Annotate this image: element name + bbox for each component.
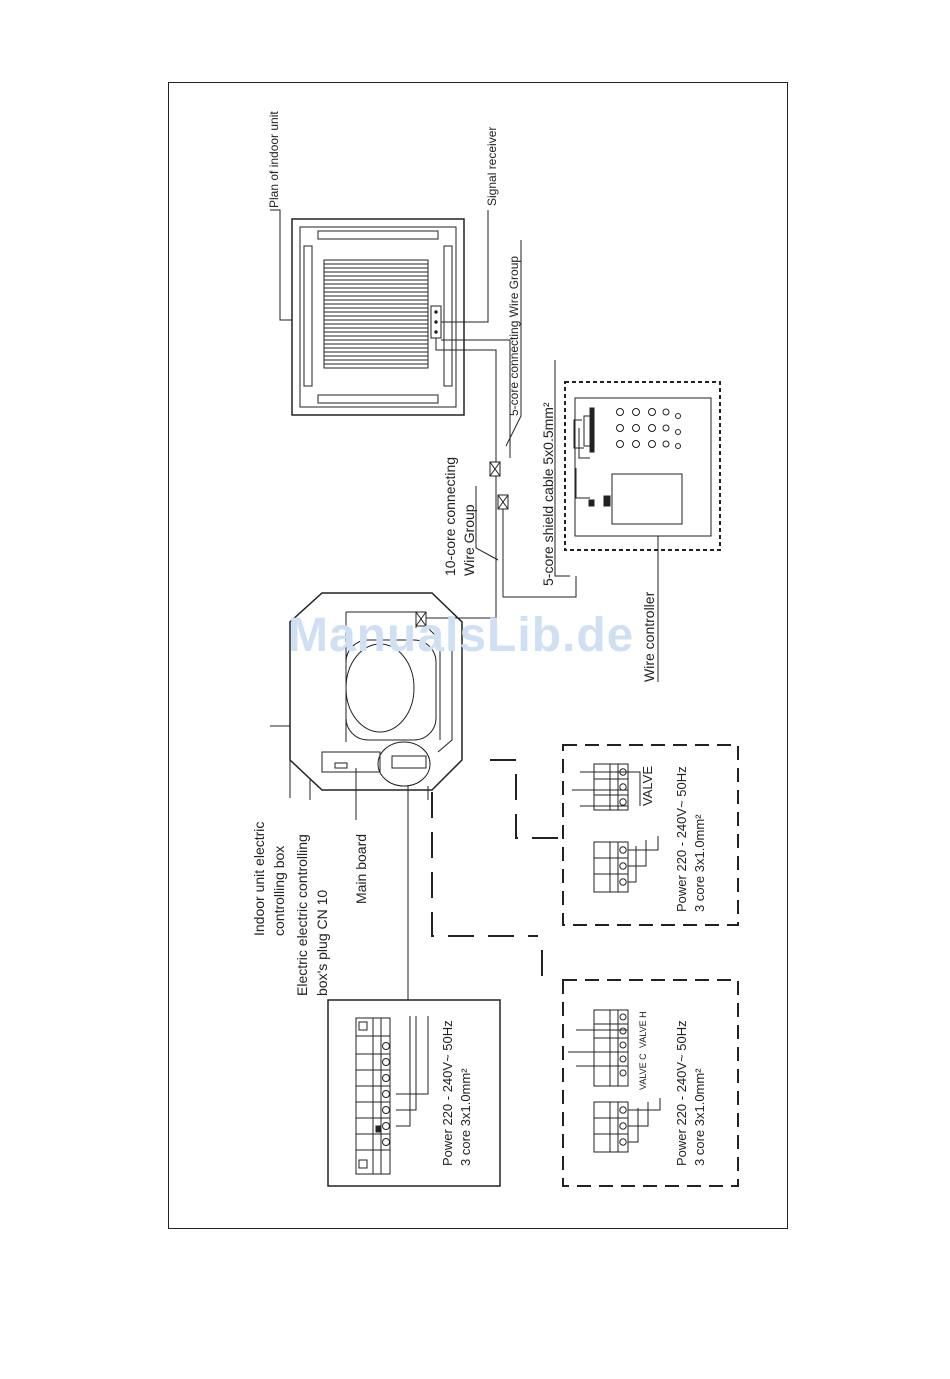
signal-wires xyxy=(415,240,577,627)
label-lower-power-line2: 3 core 3x1.0mm² xyxy=(692,1068,707,1166)
label-main-power-line2: 3 core 3x1.0mm² xyxy=(458,1068,473,1166)
diagram-frame xyxy=(168,82,788,1229)
label-5core-wire-group: 5-core connecting Wire Group xyxy=(507,256,521,416)
valve-box-lower xyxy=(562,979,739,1187)
valve-box-upper xyxy=(562,744,739,926)
label-valve-c: VALVE C xyxy=(638,1053,648,1090)
dashed-routes xyxy=(431,759,560,985)
label-main-board: Main board xyxy=(353,834,369,904)
watermark: ManualsLib.de xyxy=(288,609,635,662)
label-plan-indoor-unit: Plan of indoor unit xyxy=(267,111,281,208)
label-plug-line1: Electric electric controlling xyxy=(294,834,310,996)
label-signal-receiver: Signal receiver xyxy=(485,127,499,206)
wire-controller xyxy=(564,381,721,682)
label-lower-power-line1: Power 220 - 240V~ 50Hz xyxy=(674,1020,689,1166)
label-10core-line1: 10-core connecting xyxy=(442,457,458,576)
label-5core-shield-cable: 5-core shield cable 5x0.5mm² xyxy=(540,402,556,586)
label-indoor-box-line1: Indoor unit electric xyxy=(251,822,267,936)
label-upper-power-line1: Power 220 - 240V~ 50Hz xyxy=(674,766,689,912)
main-power-box xyxy=(327,999,501,1187)
label-indoor-box-line2: controlling box xyxy=(271,846,287,936)
label-10core-line2: Wire Group xyxy=(461,504,477,576)
label-main-power-line1: Power 220 - 240V~ 50Hz xyxy=(440,1020,455,1166)
label-upper-power-line2: 3 core 3x1.0mm² xyxy=(692,814,707,912)
indoor-unit-plan xyxy=(270,209,489,416)
indoor-unit-box xyxy=(270,592,463,1000)
label-valve-h: VALVE H xyxy=(638,1011,648,1048)
label-valve: VALVE xyxy=(640,766,655,806)
label-wire-controller: Wire controller xyxy=(641,591,657,682)
label-plug-line2: box's plug CN 10 xyxy=(314,890,330,996)
